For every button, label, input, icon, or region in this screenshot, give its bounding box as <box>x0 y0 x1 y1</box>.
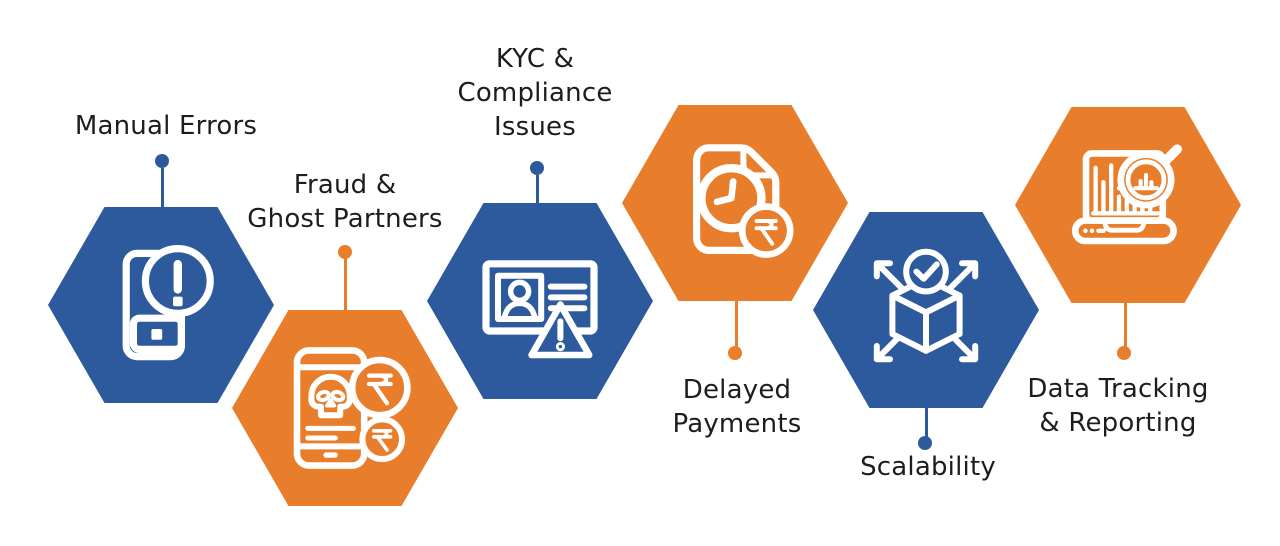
hexagon-manual-errors <box>48 207 274 403</box>
connector-dot-kyc <box>530 161 544 175</box>
hexagon-fraud-ghost-partners <box>232 310 458 506</box>
hexagon-delayed-payments <box>622 105 848 301</box>
connector-line-data-tracking <box>1123 301 1127 347</box>
connector-dot-delayed-payments <box>728 346 742 360</box>
connector-line-manual-errors <box>160 168 164 209</box>
label-delayed-payments: Delayed Payments <box>672 375 802 439</box>
hexagon-scalability <box>813 212 1039 408</box>
label-data-tracking: Data Tracking & Reporting <box>1027 374 1209 438</box>
connector-line-kyc <box>535 175 539 205</box>
id-card-warning-icon <box>482 260 598 359</box>
connector-dot-scalability <box>918 436 932 450</box>
connector-line-delayed-payments <box>734 299 738 347</box>
document-clock-rupee-icon <box>693 144 794 258</box>
cube-arrows-check-icon <box>873 248 979 363</box>
label-scalability: Scalability <box>860 452 996 482</box>
label-kyc-compliance: KYC & Compliance Issues <box>457 44 613 142</box>
connector-dot-data-tracking <box>1117 346 1131 360</box>
connector-dot-fraud <box>338 245 352 259</box>
label-fraud-ghost-partners: Fraud & Ghost Partners <box>247 170 443 234</box>
hexagon-data-tracking <box>1015 107 1241 303</box>
connector-line-scalability <box>924 406 928 437</box>
laptop-chart-magnifier-icon <box>1071 144 1182 245</box>
connector-dot-manual-errors <box>155 154 169 168</box>
connector-line-fraud <box>343 258 347 312</box>
label-manual-errors: Manual Errors <box>74 111 258 141</box>
phone-error-icon <box>122 245 214 361</box>
fraud-phone-skull-rupee-icon <box>293 347 411 469</box>
